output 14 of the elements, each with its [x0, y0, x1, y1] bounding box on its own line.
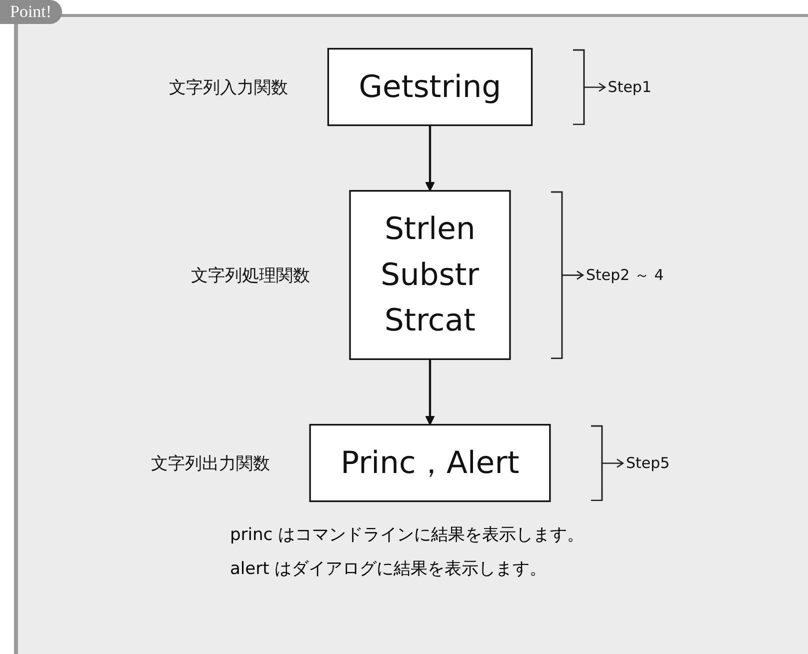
function-category-label: 文字列処理関数 — [191, 264, 310, 286]
node-box: Getstring — [327, 48, 533, 126]
arrow — [425, 359, 435, 426]
function-category-label: 文字列出力関数 — [151, 452, 270, 474]
arrow — [425, 125, 435, 192]
tab-heading: Point! — [0, 0, 62, 24]
step-label: Step1 — [608, 78, 652, 96]
step-label: Step2 ～ 4 — [586, 266, 664, 284]
node-box: Strlen Substr Strcat — [349, 190, 511, 360]
node-box: Princ，Alert — [309, 424, 551, 502]
function-category-label: 文字列入力関数 — [169, 76, 288, 98]
note-text: alert はダイアログに結果を表示します。 — [230, 558, 547, 580]
step-label: Step5 — [626, 454, 670, 472]
note-text: princ はコマンドラインに結果を表示します。 — [230, 524, 584, 546]
